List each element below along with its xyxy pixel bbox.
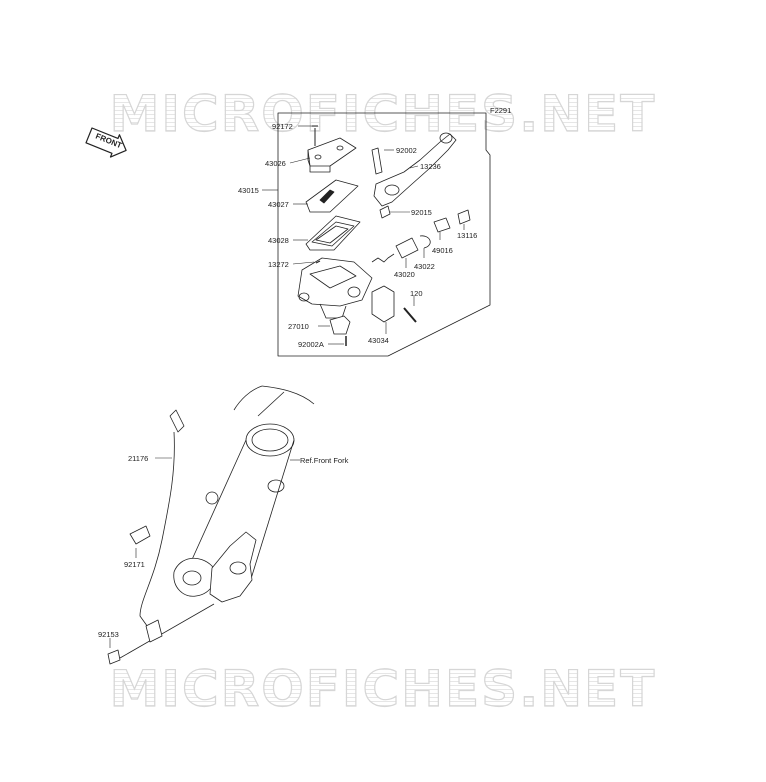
part-label-92171: 92171 bbox=[124, 560, 145, 569]
clip-92171 bbox=[129, 525, 151, 545]
part-label-43022: 43022 bbox=[414, 262, 435, 271]
sensor-cable-21176 bbox=[139, 409, 185, 643]
part-label-92172: 92172 bbox=[272, 122, 293, 131]
pivot-bolt-92002 bbox=[371, 147, 383, 175]
part-label-13236: 13236 bbox=[420, 162, 441, 171]
part-label-92015: 92015 bbox=[411, 208, 432, 217]
front-arrow bbox=[85, 127, 127, 158]
part-label-92002: 92002 bbox=[396, 146, 417, 155]
screw-92172 bbox=[312, 125, 318, 146]
master-cylinder-body bbox=[297, 257, 373, 319]
part-label-13272: 13272 bbox=[268, 260, 289, 269]
part-label-120: 120 bbox=[410, 289, 423, 298]
watermark-top: MICROFICHES.NET bbox=[0, 84, 766, 143]
clamp-27010 bbox=[329, 315, 351, 335]
part-label-21176: 21176 bbox=[128, 454, 149, 463]
part-label-43027: 43027 bbox=[268, 200, 289, 209]
front-fork bbox=[119, 385, 315, 659]
part-label-43020: 43020 bbox=[394, 270, 415, 279]
part-label-92153: 92153 bbox=[98, 630, 119, 639]
nut-92015 bbox=[379, 205, 391, 219]
reservoir-cap bbox=[307, 137, 357, 173]
part-label-49016: 49016 bbox=[432, 246, 453, 255]
figure-id: F2291 bbox=[490, 106, 512, 115]
boot-49016 bbox=[433, 217, 451, 233]
part-label-92002A: 92002A bbox=[298, 340, 324, 349]
brake-lever bbox=[373, 132, 457, 207]
part-label-27010: 27010 bbox=[288, 322, 309, 331]
piston-43020 bbox=[371, 237, 419, 263]
leader-lines bbox=[109, 125, 465, 648]
plate-43027 bbox=[305, 179, 359, 213]
part-label-43026: 43026 bbox=[265, 159, 286, 168]
bolt-120 bbox=[403, 307, 417, 323]
circlip-43022 bbox=[419, 235, 431, 249]
part-label-43028: 43028 bbox=[268, 236, 289, 245]
part-label-43034: 43034 bbox=[368, 336, 389, 345]
diaphragm-43028 bbox=[305, 215, 361, 251]
pin-13116 bbox=[457, 209, 471, 225]
watermark-bottom: MICROFICHES.NET bbox=[0, 659, 766, 718]
part-label-43015: 43015 bbox=[238, 186, 259, 195]
holder-43034 bbox=[371, 285, 395, 323]
part-label-13116: 13116 bbox=[457, 231, 478, 240]
reference-label: Ref.Front Fork bbox=[300, 456, 349, 465]
bolt-92153 bbox=[107, 649, 121, 665]
screw-13272 bbox=[315, 260, 321, 264]
assembly-outline bbox=[277, 112, 491, 357]
